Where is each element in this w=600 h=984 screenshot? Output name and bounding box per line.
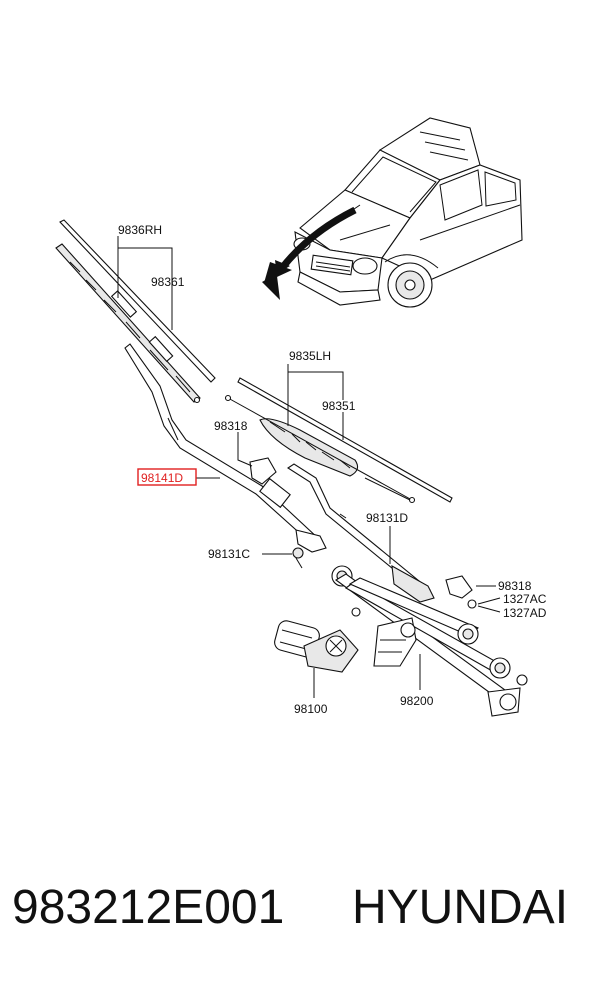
label-1327ac: 1327AC [503, 592, 547, 606]
vehicle-illustration [262, 117, 523, 308]
wiper-motor [274, 620, 359, 673]
label-98361: 98361 [151, 275, 185, 289]
wiper-arm-rh [124, 343, 327, 553]
wiper-parts-diagram: 9836RH 98361 9835LH 98351 98318 98141D 9… [55, 117, 547, 717]
label-98131d: 98131D [366, 511, 408, 525]
brand-name: HYUNDAI [352, 881, 569, 934]
label-9835lh: 9835LH [289, 349, 331, 363]
wiper-linkage [331, 565, 528, 717]
wiper-blade-lh [224, 377, 453, 504]
label-9836rh: 9836RH [118, 223, 162, 237]
label-98100: 98100 [294, 702, 328, 716]
highlight-box-98141d[interactable] [137, 468, 197, 486]
label-1327ad: 1327AD [503, 606, 547, 620]
label-98351: 98351 [322, 399, 356, 413]
caption: 983212E001 HYUNDAI [0, 880, 600, 940]
label-98200: 98200 [400, 694, 434, 708]
nut-98131c [292, 547, 304, 569]
leader-lines [117, 236, 501, 698]
part-number: 983212E001 [12, 881, 285, 934]
wiper-blade-rh [55, 219, 216, 404]
label-98131c: 98131C [208, 547, 250, 561]
wiper-arm-lh [286, 463, 477, 609]
label-98141d[interactable]: 98141D [141, 471, 183, 485]
label-98318-right: 98318 [498, 579, 532, 593]
part-labels: 9836RH 98361 9835LH 98351 98318 98141D 9… [118, 223, 547, 716]
label-98318-top: 98318 [214, 419, 248, 433]
